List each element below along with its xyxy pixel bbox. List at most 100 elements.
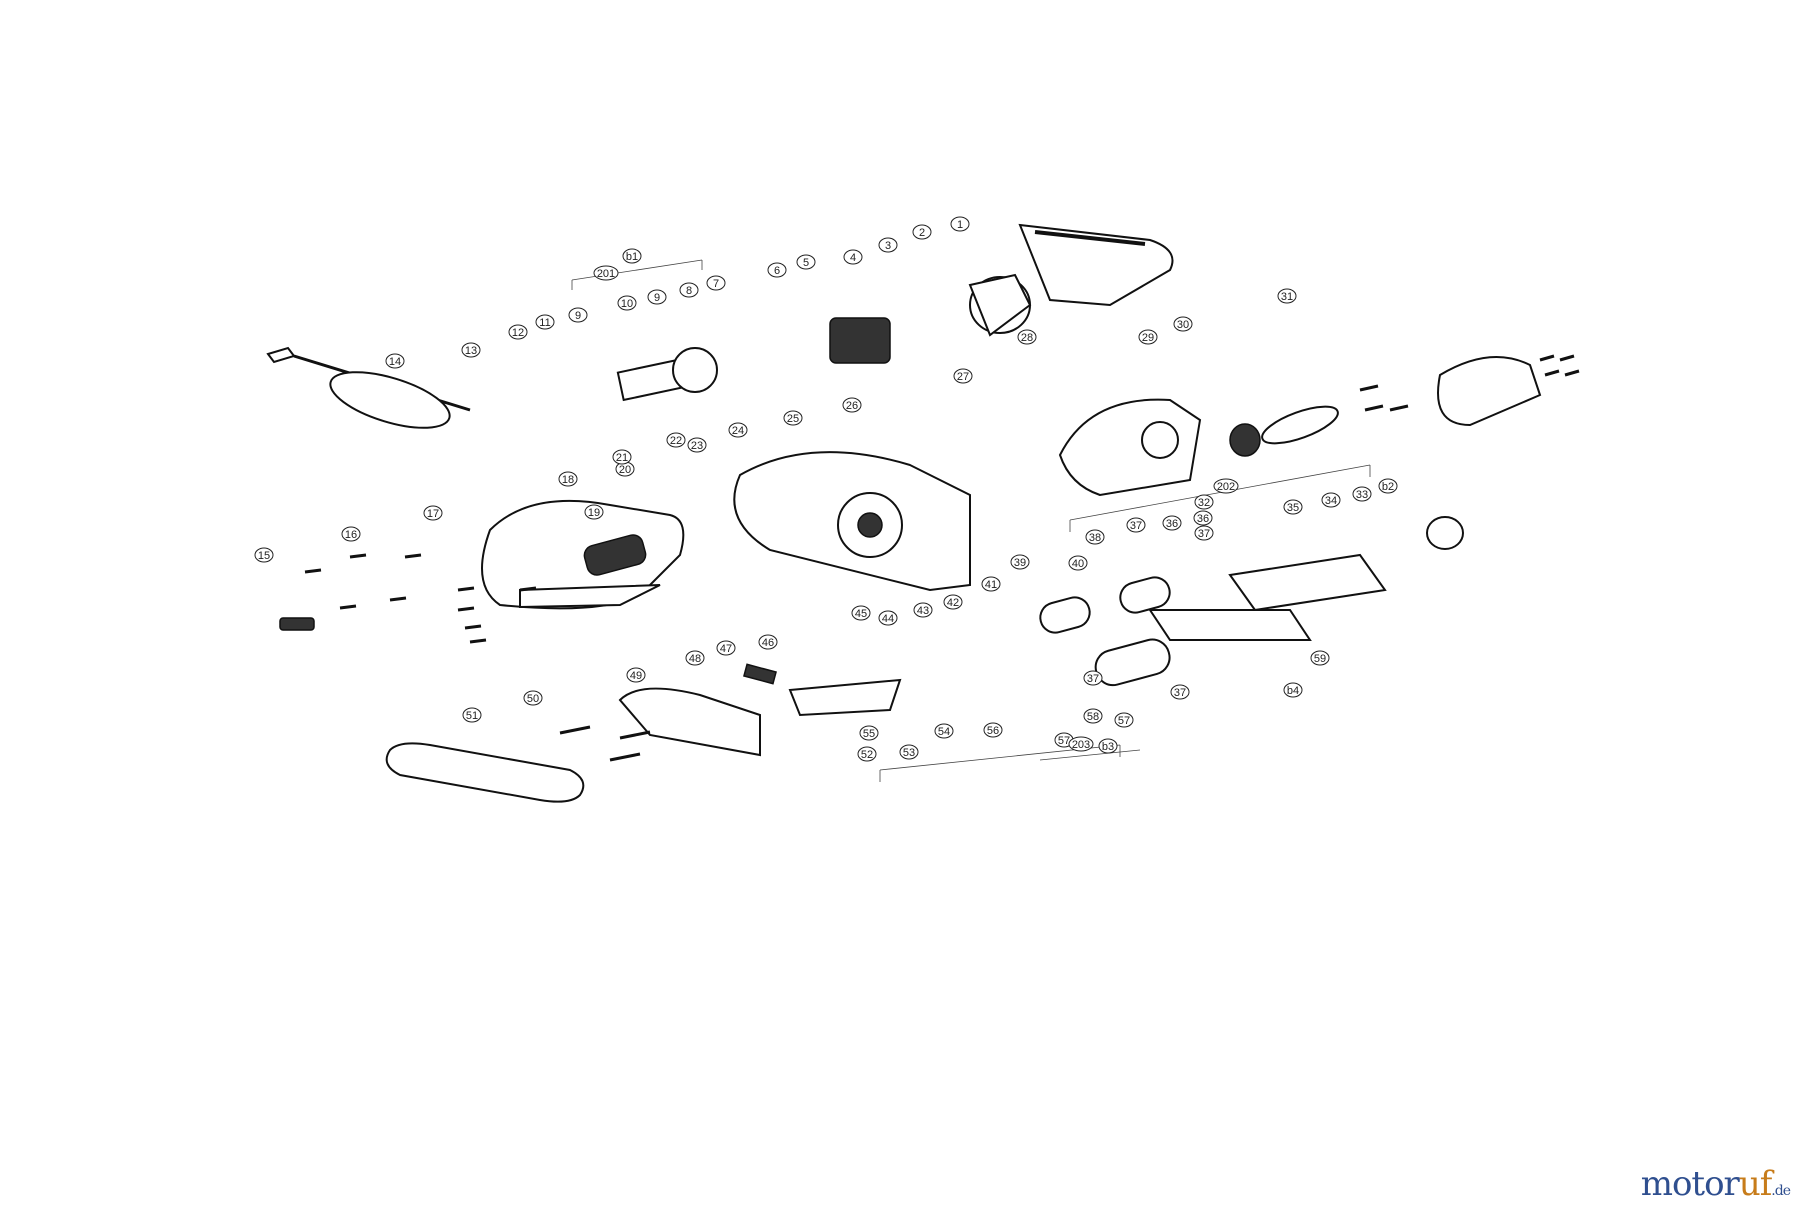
part-callout: 9 bbox=[647, 289, 667, 305]
rear-roller-58 bbox=[1094, 638, 1171, 687]
tension-lever-54 bbox=[788, 678, 902, 717]
switch-15 bbox=[279, 617, 315, 631]
part-callout: b2 bbox=[1378, 478, 1398, 494]
part-number-label: 30 bbox=[1177, 319, 1189, 331]
part-number-label: b4 bbox=[1287, 685, 1299, 697]
part-number-label: b1 bbox=[626, 251, 638, 263]
part-callout: 35 bbox=[1283, 499, 1303, 515]
part-number-label: 55 bbox=[863, 728, 875, 740]
screws bbox=[304, 354, 1580, 762]
part-callout: 42 bbox=[943, 594, 963, 610]
part-callout: 13 bbox=[461, 342, 481, 358]
part-callout: 20 bbox=[615, 461, 635, 477]
part-number-label: 37 bbox=[1174, 687, 1186, 699]
part-callout: 1 bbox=[950, 216, 970, 232]
part-callout: 37 bbox=[1170, 684, 1190, 700]
part-number-label: 15 bbox=[258, 550, 270, 562]
part-callout: b3 bbox=[1098, 738, 1118, 754]
part-number-label: 56 bbox=[987, 725, 999, 737]
part-callout: 15 bbox=[254, 547, 274, 563]
platen-59 bbox=[1148, 609, 1312, 641]
sanding-belt-51 bbox=[385, 742, 585, 803]
part-number-label: 57 bbox=[1118, 715, 1130, 727]
part-callout: 53 bbox=[899, 744, 919, 760]
part-callout: 27 bbox=[953, 368, 973, 384]
part-number-label: 54 bbox=[938, 726, 950, 738]
part-number-label: 52 bbox=[861, 749, 873, 761]
armature-10 bbox=[616, 347, 718, 402]
part-number-label: 53 bbox=[903, 747, 915, 759]
stator-4 bbox=[829, 317, 891, 364]
part-number-label: 2 bbox=[919, 227, 925, 239]
pulley-30 bbox=[1229, 423, 1261, 457]
motor-housing-25 bbox=[733, 451, 971, 592]
part-callout: 8 bbox=[679, 282, 699, 298]
part-callout: 43 bbox=[913, 602, 933, 618]
part-number-label: 37 bbox=[1087, 673, 1099, 685]
dust-port-49 bbox=[618, 687, 761, 757]
part-callout: 36 bbox=[1162, 515, 1182, 531]
part-number-label: 58 bbox=[1087, 711, 1099, 723]
part-number-label: 10 bbox=[621, 298, 633, 310]
part-callout: 17 bbox=[423, 505, 443, 521]
part-callout: 29 bbox=[1138, 329, 1158, 345]
part-number-label: 42 bbox=[947, 597, 959, 609]
part-callout: 203 bbox=[1068, 736, 1094, 752]
part-callout: 25 bbox=[783, 410, 803, 426]
part-callout: b1 bbox=[622, 248, 642, 264]
part-callout: 57 bbox=[1054, 732, 1074, 748]
part-callout: 18 bbox=[558, 471, 578, 487]
part-number-label: 31 bbox=[1281, 291, 1293, 303]
part-number-label: 19 bbox=[588, 507, 600, 519]
part-callout: 14 bbox=[385, 353, 405, 369]
platen-frame-38 bbox=[1228, 553, 1387, 612]
watermark-brand-b: uf bbox=[1738, 1164, 1772, 1204]
part-number-label: 39 bbox=[1014, 557, 1026, 569]
part-callout: 30 bbox=[1173, 316, 1193, 332]
part-callout: 16 bbox=[341, 526, 361, 542]
part-callout: 48 bbox=[685, 650, 705, 666]
part-number-label: 202 bbox=[1217, 481, 1235, 493]
part-number-label: 34 bbox=[1325, 495, 1337, 507]
part-number-label: 11 bbox=[539, 317, 550, 329]
part-number-label: 27 bbox=[957, 371, 969, 383]
part-callout: 47 bbox=[716, 640, 736, 656]
part-callout: 23 bbox=[687, 437, 707, 453]
part-callout: 32 bbox=[1194, 494, 1214, 510]
part-number-label: 22 bbox=[670, 435, 682, 447]
part-number-label: 38 bbox=[1089, 532, 1101, 544]
dust-bag-1 bbox=[1018, 223, 1174, 307]
part-callout: 36 bbox=[1193, 510, 1213, 526]
part-number-label: 7 bbox=[713, 278, 719, 290]
spring-46 bbox=[743, 663, 777, 685]
part-number-label: 9 bbox=[575, 310, 581, 322]
part-number-label: 1 bbox=[957, 219, 963, 231]
part-callout: 7 bbox=[706, 275, 726, 291]
part-callout: 31 bbox=[1277, 288, 1297, 304]
part-callout: 44 bbox=[878, 610, 898, 626]
part-callout: 55 bbox=[859, 725, 879, 741]
part-number-label: 45 bbox=[855, 608, 867, 620]
watermark-tld: .de bbox=[1771, 1183, 1791, 1199]
part-number-label: 36 bbox=[1197, 513, 1209, 525]
part-number-label: 20 bbox=[619, 464, 631, 476]
part-number-label: 12 bbox=[512, 327, 524, 339]
part-number-label: 9 bbox=[654, 292, 660, 304]
watermark-logo: motoruf.de bbox=[1641, 1164, 1791, 1204]
part-callout: 24 bbox=[728, 422, 748, 438]
part-number-label: 17 bbox=[427, 508, 439, 520]
part-number-label: 50 bbox=[527, 693, 539, 705]
part-number-label: 26 bbox=[846, 400, 858, 412]
part-number-label: 46 bbox=[762, 637, 774, 649]
part-callout: 12 bbox=[508, 324, 528, 340]
part-callout: 59 bbox=[1310, 650, 1330, 666]
part-callout: 51 bbox=[462, 707, 482, 723]
part-callout: 10 bbox=[617, 295, 637, 311]
part-number-label: 32 bbox=[1198, 497, 1210, 509]
part-callout: 54 bbox=[934, 723, 954, 739]
part-callout: 39 bbox=[1010, 554, 1030, 570]
part-callout: 37 bbox=[1126, 517, 1146, 533]
part-callout: 58 bbox=[1083, 708, 1103, 724]
part-number-label: 3 bbox=[885, 240, 891, 252]
